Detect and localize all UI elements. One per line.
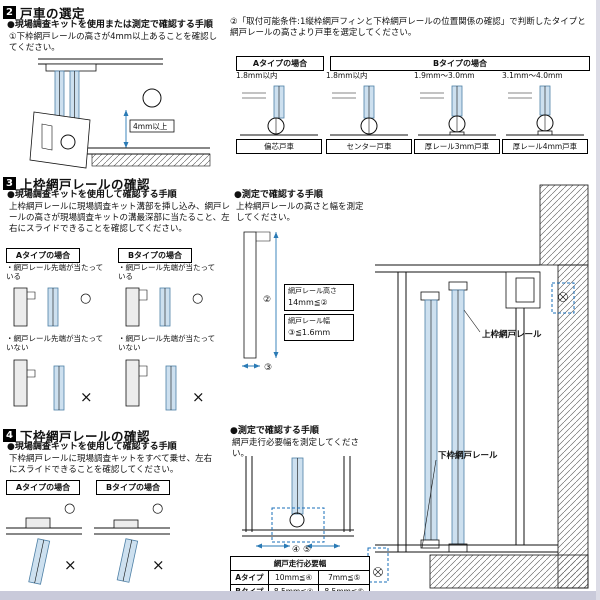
bottom-rail-kit-drawing-b: ○ × xyxy=(94,501,170,583)
section2-header: 2 戸車の選定 xyxy=(3,3,85,22)
ng-mark-icon: × xyxy=(192,388,205,406)
section2-step2: ②「取付可能条件:1縦枠網戸フィンと下枠網戸レールの位置関係の確認」で判断したタ… xyxy=(230,17,586,39)
thick-rail-3mm-roller-drawing xyxy=(418,85,496,136)
roller-option-2: 1.9mm〜3.0mm 厚レール3mm戸車 xyxy=(414,71,500,154)
section3-measure-heading: ●測定で確認する手順 xyxy=(234,190,323,200)
roller-circle-icon xyxy=(142,88,162,108)
section2-type-a-box: Aタイプの場合 xyxy=(236,56,324,71)
roller-option-1: 1.8mm以内 センター戸車 xyxy=(326,71,412,154)
section4-kit-heading: ●現場調査キットを使用して確認する手順 xyxy=(7,442,177,452)
sill-height-check-drawing: 4mm以上 xyxy=(29,58,211,169)
row-type: Aタイプ xyxy=(230,570,269,585)
dim4-callout: ④ xyxy=(292,545,300,554)
section2-step1: ①下枠網戸レールの高さが4mm以上あることを確認してください。 xyxy=(9,32,218,54)
section3-type-a-box: Aタイプの場合 xyxy=(6,248,80,263)
roller-measure: 1.8mm以内 xyxy=(236,71,278,80)
roller-option-3: 3.1mm〜4.0mm 厚レール4mm戸車 xyxy=(502,71,588,154)
run-width-measure-drawing: ④ ⑤ xyxy=(242,456,354,554)
rail-height-info-box: 網戸レール高さ 14mm≦② xyxy=(284,284,354,311)
ok-mark-icon: ○ xyxy=(192,291,203,306)
roller-measure: 3.1mm〜4.0mm xyxy=(502,71,563,80)
section3-number-badge: 3 xyxy=(3,177,16,190)
rail-contact-ng-drawing-a: × xyxy=(13,359,93,411)
screw-icon xyxy=(558,292,568,302)
section3-kit-heading: ●現場調査キットを使用して確認する手順 xyxy=(7,190,177,200)
section4-type-b-box: Bタイプの場合 xyxy=(96,480,170,495)
thick-rail-4mm-roller-drawing xyxy=(506,85,584,136)
rail-height-title: 網戸レール高さ xyxy=(288,287,337,295)
dim2-callout: ② xyxy=(263,295,271,305)
ok-mark-icon: ○ xyxy=(152,501,163,516)
roller-name-box: 厚レール3mm戸車 xyxy=(414,138,500,154)
row-width4: 10mm≦④ xyxy=(267,570,320,585)
roller-measure: 1.8mm以内 xyxy=(326,71,368,80)
section3-title: 上枠網戸レールの確認 xyxy=(20,177,151,192)
page-edge-bottom xyxy=(0,591,600,600)
section3-ok-label-a: ・網戸レール先端が当たっている xyxy=(6,263,104,282)
bottom-rail-label: 下枠網戸レール xyxy=(438,450,498,461)
section2-number-badge: 2 xyxy=(3,6,16,19)
ng-mark-icon: × xyxy=(64,556,77,574)
section4-kit-body: 下枠網戸レールに現場調査キットをすべて乗せ、左右にスライドできることを確認してく… xyxy=(9,454,213,476)
section3-ng-label-b: ・網戸レール先端が当たっていない xyxy=(118,334,216,353)
section4-type-a-box: Aタイプの場合 xyxy=(6,480,80,495)
dim3-callout: ③ xyxy=(264,363,272,373)
dim5-callout: ⑤ xyxy=(303,545,311,554)
section3-kit-body: 上枠網戸レールに現場調査キット溝部を挿し込み、網戸レールの高さが現場調査キットの… xyxy=(9,202,231,235)
bottom-rail-kit-drawing-a: ○ × xyxy=(6,501,82,585)
page-edge-right xyxy=(596,0,600,600)
lower-detail-callout xyxy=(367,547,389,583)
section3-header: 3 上枠網戸レールの確認 xyxy=(3,174,150,193)
section3-type-b-box: Bタイプの場合 xyxy=(118,248,192,263)
rail-contact-ok-drawing-a: ○ xyxy=(13,287,91,327)
ok-mark-icon: ○ xyxy=(64,501,75,516)
roller-option-0: 1.8mm以内 偏芯戸車 xyxy=(236,71,322,154)
section4-number-badge: 4 xyxy=(3,429,16,442)
center-roller-drawing xyxy=(330,85,408,136)
rail-height-value: 14mm≦② xyxy=(288,297,328,307)
section3-ok-label-b: ・網戸レール先端が当たっている xyxy=(118,263,216,282)
run-width-detail-callout xyxy=(271,507,325,543)
roller-name-box: 厚レール4mm戸車 xyxy=(502,138,588,154)
roller-name-box: 偏芯戸車 xyxy=(236,138,322,154)
section3-measure-body: 上枠網戸レールの高さと幅を測定してください。 xyxy=(236,202,364,224)
roller-name-box: センター戸車 xyxy=(326,138,412,154)
top-rail-label: 上枠網戸レール xyxy=(482,329,542,340)
screw-icon xyxy=(373,567,383,577)
eccentric-roller-drawing xyxy=(240,85,318,136)
detail-callout-box xyxy=(29,111,91,169)
section2-type-b-box: Bタイプの場合 xyxy=(330,56,590,71)
row-width5: 7mm≦⑤ xyxy=(318,570,370,585)
rail-width-title: 網戸レール幅 xyxy=(288,317,330,325)
ng-mark-icon: × xyxy=(152,556,165,574)
section4-header: 4 下枠網戸レールの確認 xyxy=(3,426,150,445)
rail-contact-ok-drawing-b: ○ xyxy=(125,287,203,327)
section4-title: 下枠網戸レールの確認 xyxy=(20,429,151,444)
run-width-table-title: 網戸走行必要幅 xyxy=(230,556,370,571)
rail-contact-ng-drawing-b: × xyxy=(125,359,205,411)
upper-detail-callout xyxy=(551,282,575,314)
rail-width-info-box: 網戸レール幅 ③≦1.6mm xyxy=(284,314,354,341)
table-row: Aタイプ 10mm≦④ 7mm≦⑤ xyxy=(230,570,370,585)
section4-measure-heading: ●測定で確認する手順 xyxy=(230,426,319,436)
section4-measure-body: 網戸走行必要幅を測定してください。 xyxy=(232,438,359,460)
section2-kit-heading: ●現場調査キットを使用または測定で確認する手順 xyxy=(7,20,213,30)
ok-mark-icon: ○ xyxy=(80,291,91,306)
ng-mark-icon: × xyxy=(80,388,93,406)
sill-height-dim-label: 4mm以上 xyxy=(133,122,168,131)
frame-cross-section-drawing: 上枠網戸レール 下枠網戸レール xyxy=(367,184,589,589)
section3-ng-label-a: ・網戸レール先端が当たっていない xyxy=(6,334,104,353)
section2-title: 戸車の選定 xyxy=(20,6,86,21)
survey-kit-measure-drawing: ② ③ xyxy=(242,231,279,373)
roller-measure: 1.9mm〜3.0mm xyxy=(414,71,475,80)
rail-width-value: ③≦1.6mm xyxy=(288,327,331,337)
